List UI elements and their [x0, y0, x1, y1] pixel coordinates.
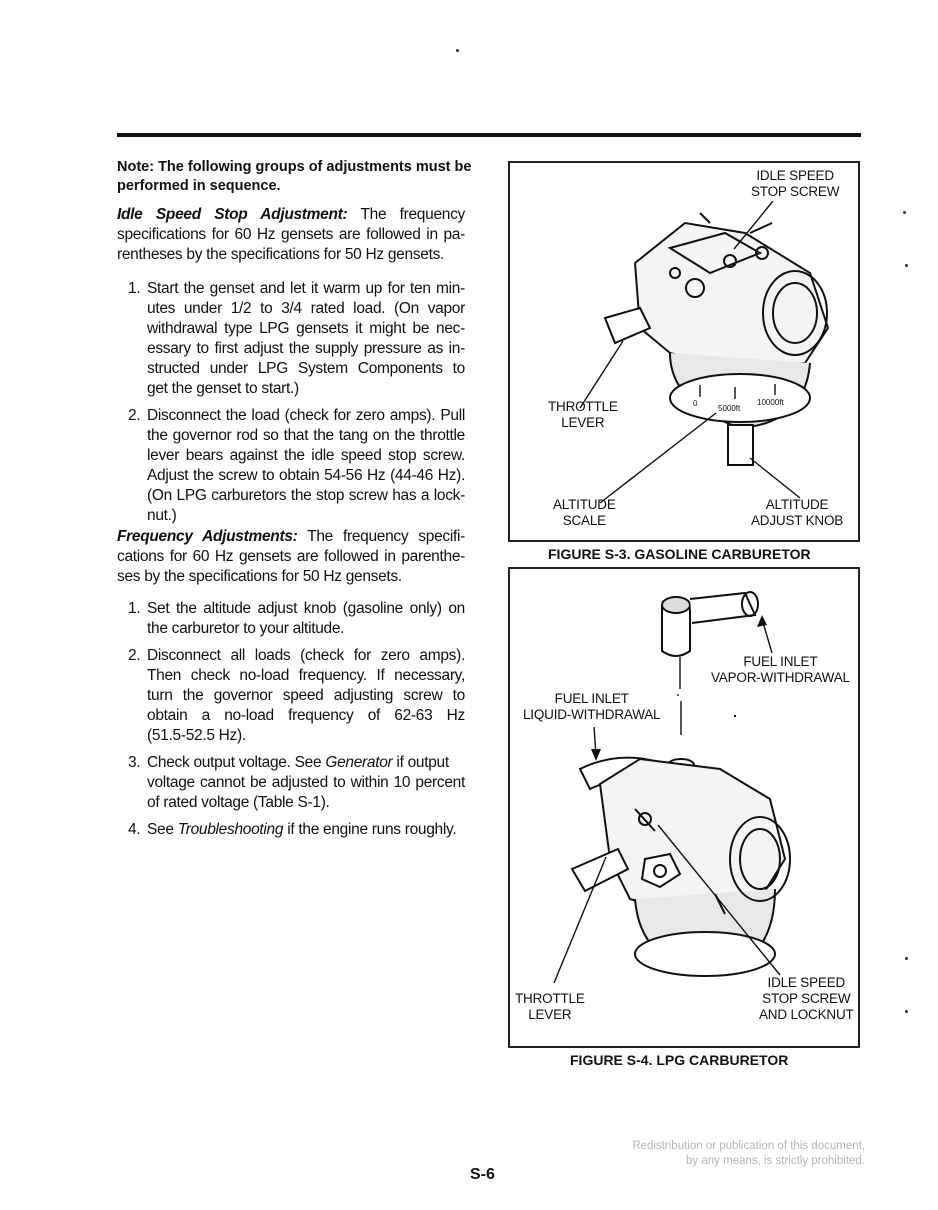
item-text: Check output voltage. See	[147, 754, 326, 771]
note-line: Note: The following groups of adjustment…	[117, 159, 472, 175]
item-line: nut.)	[147, 507, 177, 524]
idle-speed-intro: Idle Speed Stop Adjustment: The frequenc…	[117, 205, 465, 265]
item-line: Start the genset and let it warm up for …	[147, 280, 465, 297]
item-line: withdrawal type LPG gensets it might be …	[147, 320, 465, 337]
label-line: SCALE	[562, 513, 606, 528]
paragraph-line: ses by the specifications for 50 Hz gens…	[117, 568, 402, 585]
label-line: AND LOCKNUT	[759, 1007, 854, 1022]
list-item: 1. Set the altitude adjust knob (gasolin…	[117, 599, 465, 639]
label-line: FUEL INLET	[554, 691, 629, 706]
item-line: (On LPG carburetors the stop screw has a…	[147, 487, 465, 504]
list-item: 2. Disconnect all loads (check for zero …	[117, 646, 465, 746]
item-line: turn the governor speed adjusting screw …	[147, 687, 465, 704]
frequency-heading: Frequency Adjustments:	[117, 528, 298, 545]
figure-s3-caption: FIGURE S-3. GASOLINE CARBURETOR	[548, 546, 811, 562]
figure-s4-caption: FIGURE S-4. LPG CARBURETOR	[570, 1052, 789, 1068]
item-line: (51.5-52.5 Hz).	[147, 727, 246, 744]
gasoline-carburetor-drawing	[579, 200, 830, 504]
list-item: 3. Check output voltage. See Generator i…	[117, 753, 465, 813]
label-idle-speed-stop-screw-locknut: IDLE SPEED STOP SCREW AND LOCKNUT	[759, 975, 854, 1023]
item-number: 2.	[128, 647, 141, 664]
label-line: FUEL INLET	[743, 654, 818, 669]
scan-speck	[905, 264, 908, 267]
item-line: voltage cannot be adjusted to within 10 …	[147, 774, 465, 791]
item-number: 1.	[128, 600, 141, 617]
label-line: LIQUID-WITHDRAWAL	[523, 707, 661, 722]
dial-mark-10000ft: 10000ft	[757, 398, 784, 407]
item-number: 4.	[128, 821, 141, 838]
label-fuel-inlet-vapor: FUEL INLET VAPOR-WITHDRAWAL	[711, 654, 850, 686]
label-line: IDLE SPEED	[767, 975, 846, 990]
watermark-line: by any means, is strictly prohibited.	[686, 1155, 865, 1167]
item-text: if the engine runs roughly.	[283, 821, 457, 838]
label-line: STOP SCREW	[762, 991, 851, 1006]
label-line: STOP SCREW	[751, 184, 840, 199]
item-line: obtain a no-load frequency of 62-63 Hz	[147, 707, 465, 724]
label-line: VAPOR-WITHDRAWAL	[711, 670, 850, 685]
item-line: Disconnect the load (check for zero amps…	[147, 407, 465, 424]
paragraph-line: The frequency	[347, 206, 465, 223]
note-line: performed in sequence.	[117, 178, 281, 194]
item-number: 1.	[128, 280, 141, 297]
label-throttle-lever: THROTTLE LEVER	[548, 399, 618, 431]
paragraph-line: The frequency specifi-	[297, 528, 465, 545]
item-line: Adjust the screw to obtain 54-56 Hz (44-…	[147, 467, 465, 484]
label-line: THROTTLE	[548, 399, 618, 414]
item-line: the governor rod so that the tang on the…	[147, 427, 465, 444]
list-item: 2. Disconnect the load (check for zero a…	[117, 406, 465, 526]
generator-reference: Generator	[325, 754, 393, 771]
dial-mark-zero: 0	[693, 399, 698, 408]
dial-mark-5000ft: 5000ft	[718, 404, 741, 413]
item-number: 3.	[128, 754, 141, 771]
paragraph-line: rentheses by the specifications for 50 H…	[117, 246, 445, 263]
scan-speck	[456, 49, 459, 52]
label-altitude-scale: ALTITUDE SCALE	[553, 497, 616, 529]
paragraph-line: cations for 60 Hz gensets are followed i…	[117, 548, 465, 565]
frequency-intro: Frequency Adjustments: The frequency spe…	[117, 527, 465, 587]
redistribution-watermark: Redistribution or publication of this do…	[560, 1139, 865, 1169]
item-line: the carburetor to your altitude.	[147, 620, 345, 637]
sequence-note: Note: The following groups of adjustment…	[117, 158, 471, 196]
item-line: essary to first adjust the supply pressu…	[147, 340, 465, 357]
item-number: 2.	[128, 407, 141, 424]
label-line: ALTITUDE	[765, 497, 829, 512]
paragraph-line: specifications for 60 Hz gensets are fol…	[117, 226, 465, 243]
label-line: LEVER	[528, 1007, 572, 1022]
item-line: utes under 1/2 to 3/4 rated load. (On va…	[147, 300, 465, 317]
item-text: See	[147, 821, 178, 838]
header-rule	[117, 133, 861, 137]
item-line: get the genset to start.)	[147, 380, 299, 397]
item-line: structed under LPG System Components to	[147, 360, 465, 377]
scan-speck	[905, 957, 908, 960]
frequency-steps: 1. Set the altitude adjust knob (gasolin…	[117, 599, 465, 847]
item-line: of rated voltage (Table S-1).	[147, 794, 330, 811]
troubleshooting-reference: Troubleshooting	[177, 821, 284, 838]
label-line: LEVER	[561, 415, 605, 430]
label-altitude-adjust-knob: ALTITUDE ADJUST KNOB	[751, 497, 843, 529]
idle-speed-heading: Idle Speed Stop Adjustment:	[117, 206, 348, 223]
label-line: ADJUST KNOB	[751, 513, 844, 528]
label-idle-speed-stop-screw: IDLE SPEED STOP SCREW	[751, 168, 839, 200]
item-line: Set the altitude adjust knob (gasoline o…	[147, 600, 465, 617]
list-item: 4. See Troubleshooting if the engine run…	[117, 820, 465, 840]
label-line: THROTTLE	[515, 991, 585, 1006]
label-line: ALTITUDE	[553, 497, 616, 512]
label-fuel-inlet-liquid: FUEL INLET LIQUID-WITHDRAWAL	[523, 691, 661, 723]
item-text: if output	[392, 754, 449, 771]
label-throttle-lever-lpg: THROTTLE LEVER	[515, 991, 585, 1023]
scan-speck	[905, 1010, 908, 1013]
watermark-line: Redistribution or publication of this do…	[632, 1140, 865, 1152]
item-line: Then check no-load frequency. If necessa…	[147, 667, 465, 684]
scan-speck	[903, 211, 906, 214]
label-line: IDLE SPEED	[756, 168, 834, 183]
item-line: Disconnect all loads (check for zero amp…	[147, 647, 465, 664]
page-number: S-6	[470, 1166, 495, 1183]
lpg-carburetor-drawing	[553, 591, 791, 984]
list-item: 1. Start the genset and let it warm up f…	[117, 279, 465, 399]
idle-speed-steps: 1. Start the genset and let it warm up f…	[117, 279, 465, 533]
item-line: lever bears against the idle speed stop …	[147, 447, 465, 464]
